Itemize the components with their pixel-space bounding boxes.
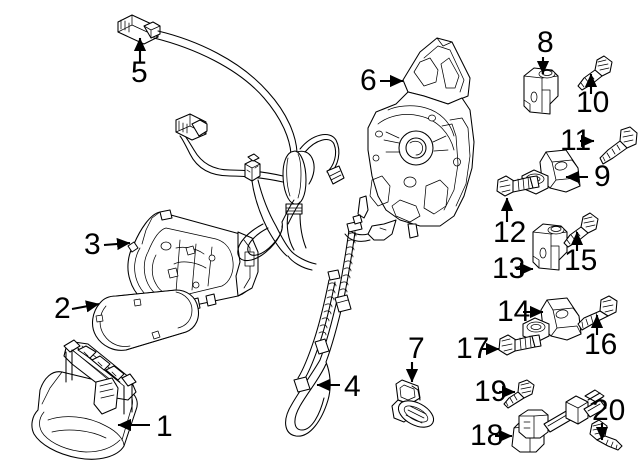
callout-number-16[interactable]: 16: [584, 328, 617, 361]
part-14-rear-striker-plate: [522, 297, 582, 343]
callout-number-14[interactable]: 14: [497, 295, 530, 328]
part-13-lower-striker-bracket: [532, 223, 568, 271]
part-2-handle-seal-gasket: [91, 289, 199, 351]
callout-number-15[interactable]: 15: [564, 244, 597, 277]
callout-number-17[interactable]: 17: [456, 332, 489, 365]
callout-number-19[interactable]: 19: [474, 375, 507, 408]
callout-number-5[interactable]: 5: [131, 56, 148, 89]
part-17-hex-flange-bolt: [498, 334, 542, 356]
callout-number-3[interactable]: 3: [84, 228, 101, 261]
callout-number-20[interactable]: 20: [592, 394, 625, 427]
callout-arrow-2: [71, 300, 100, 313]
callout-number-10[interactable]: 10: [576, 86, 609, 119]
callout-arrows: [71, 37, 609, 443]
part-7-lock-knob-striker-cover: [391, 379, 435, 428]
part-1-outside-door-handle: [31, 339, 138, 460]
callout-number-12[interactable]: 12: [493, 216, 526, 249]
callout-number-1[interactable]: 1: [156, 410, 173, 443]
part-6-door-lock-latch-actuator: [344, 37, 475, 242]
callout-number-6[interactable]: 6: [360, 64, 377, 97]
callout-number-13[interactable]: 13: [492, 252, 525, 285]
part-12-flange-bolt: [496, 175, 540, 197]
callout-number-7[interactable]: 7: [408, 332, 425, 365]
callout-number-18[interactable]: 18: [470, 419, 503, 452]
callout-number-9[interactable]: 9: [594, 160, 611, 193]
callout-arrow-3: [103, 237, 131, 251]
callout-number-8[interactable]: 8: [537, 26, 554, 59]
part-18-door-check-strap: [511, 389, 607, 453]
part-5-door-wiring-harness: [117, 14, 345, 271]
callout-number-11[interactable]: 11: [560, 124, 591, 157]
callout-number-2[interactable]: 2: [54, 292, 71, 325]
callout-number-4[interactable]: 4: [344, 370, 361, 403]
part-4-lock-control-cable: [237, 199, 363, 437]
part-11-striker-bolt: [599, 126, 638, 165]
